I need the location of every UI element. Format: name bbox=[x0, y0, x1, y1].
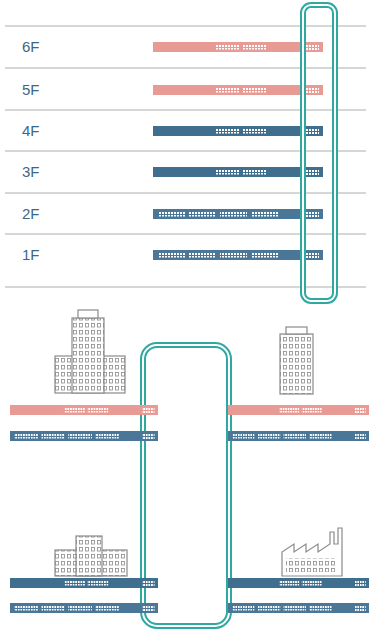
floor-label: 2F bbox=[22, 204, 40, 224]
building-icons bbox=[55, 310, 342, 576]
floor-label: 1F bbox=[22, 245, 40, 265]
stack-ring bbox=[303, 5, 335, 301]
floor-label: 6F bbox=[22, 37, 40, 57]
floor-switches bbox=[153, 42, 323, 260]
floor-lines bbox=[5, 26, 366, 287]
floor-label: 3F bbox=[22, 162, 40, 182]
building-switches bbox=[10, 405, 369, 613]
floor-label: 5F bbox=[22, 80, 40, 100]
floor-label: 4F bbox=[22, 121, 40, 141]
